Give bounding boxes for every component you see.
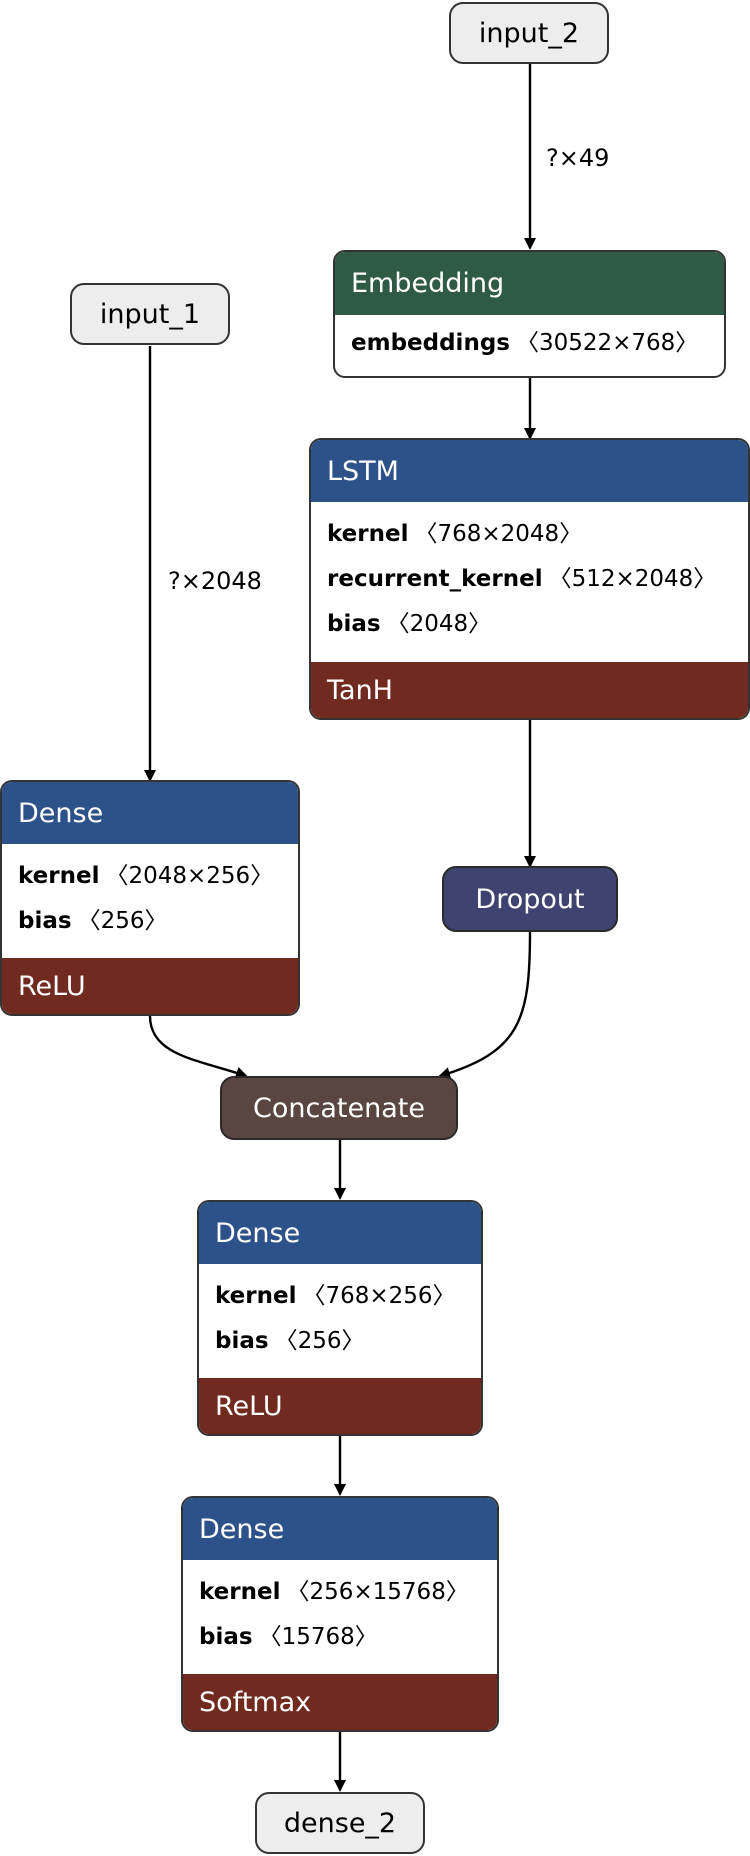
param-name: bias bbox=[199, 1624, 253, 1650]
edge-dense-concatenate bbox=[148, 1015, 248, 1079]
dense-a-params: kernel〈2048×256〉 bias〈256〉 bbox=[2, 844, 298, 958]
param-name: embeddings bbox=[351, 330, 510, 356]
param-shape: 〈2048〉 bbox=[386, 611, 492, 637]
dense-b-node[interactable]: Dense kernel〈768×256〉 bias〈256〉 ReLU bbox=[197, 1200, 483, 1436]
dense-c-header: Dense bbox=[183, 1498, 497, 1560]
param-name: recurrent_kernel bbox=[327, 566, 543, 592]
dense-a-node[interactable]: Dense kernel〈2048×256〉 bias〈256〉 ReLU bbox=[0, 780, 300, 1016]
param-shape: 〈512×2048〉 bbox=[548, 566, 717, 592]
param-name: kernel bbox=[215, 1283, 297, 1309]
dense-b-activation: ReLU bbox=[199, 1378, 481, 1434]
param-row: kernel〈256×15768〉 bbox=[199, 1570, 481, 1615]
param-name: kernel bbox=[327, 521, 409, 547]
input-1-node[interactable]: input_1 bbox=[70, 283, 230, 345]
dense-a-title: Dense bbox=[18, 797, 104, 829]
edge-label-input1: ?×2048 bbox=[168, 567, 262, 595]
lstm-params: kernel〈768×2048〉 recurrent_kernel〈512×20… bbox=[311, 502, 748, 662]
param-name: kernel bbox=[199, 1579, 281, 1605]
input-2-label: input_2 bbox=[478, 17, 580, 49]
dense-2-output-node[interactable]: dense_2 bbox=[255, 1792, 425, 1854]
lstm-node[interactable]: LSTM kernel〈768×2048〉 recurrent_kernel〈5… bbox=[309, 438, 750, 720]
lstm-header: LSTM bbox=[311, 440, 748, 502]
param-name: bias bbox=[327, 611, 381, 637]
edge-dropout-concatenate bbox=[438, 931, 532, 1079]
param-shape: 〈15768〉 bbox=[258, 1624, 378, 1650]
dense-c-params: kernel〈256×15768〉 bias〈15768〉 bbox=[183, 1560, 497, 1674]
dense-b-header: Dense bbox=[199, 1202, 481, 1264]
param-shape: 〈256×15768〉 bbox=[286, 1579, 469, 1605]
lstm-title: LSTM bbox=[327, 455, 399, 487]
dense-c-activation-label: Softmax bbox=[199, 1686, 312, 1718]
param-row: bias〈15768〉 bbox=[199, 1615, 481, 1660]
dropout-node[interactable]: Dropout bbox=[442, 866, 618, 932]
param-name: bias bbox=[215, 1328, 269, 1354]
dense-2-label: dense_2 bbox=[283, 1807, 397, 1839]
concatenate-label: Concatenate bbox=[253, 1092, 425, 1124]
param-shape: 〈30522×768〉 bbox=[515, 330, 699, 356]
input-2-node[interactable]: input_2 bbox=[449, 2, 609, 64]
dense-c-activation: Softmax bbox=[183, 1674, 497, 1730]
lstm-activation-label: TanH bbox=[327, 674, 393, 706]
param-shape: 〈768×2048〉 bbox=[414, 521, 583, 547]
param-row: kernel〈768×256〉 bbox=[215, 1274, 465, 1319]
param-row: recurrent_kernel〈512×2048〉 bbox=[327, 557, 732, 602]
dense-b-title: Dense bbox=[215, 1217, 301, 1249]
input-1-label: input_1 bbox=[99, 298, 201, 330]
param-row: bias〈256〉 bbox=[18, 899, 282, 944]
edge-label-input2: ?×49 bbox=[546, 144, 610, 172]
param-row: kernel〈768×2048〉 bbox=[327, 512, 732, 557]
dropout-label: Dropout bbox=[475, 883, 585, 915]
param-name: bias bbox=[18, 908, 72, 934]
dense-a-activation: ReLU bbox=[2, 958, 298, 1014]
param-row: bias〈256〉 bbox=[215, 1319, 465, 1364]
dense-b-activation-label: ReLU bbox=[215, 1390, 283, 1422]
param-row: kernel〈2048×256〉 bbox=[18, 854, 282, 899]
param-shape: 〈2048×256〉 bbox=[105, 863, 274, 889]
param-shape: 〈768×256〉 bbox=[302, 1283, 456, 1309]
param-name: kernel bbox=[18, 863, 100, 889]
param-shape: 〈256〉 bbox=[77, 908, 168, 934]
param-shape: 〈256〉 bbox=[274, 1328, 365, 1354]
dense-c-title: Dense bbox=[199, 1513, 285, 1545]
lstm-activation: TanH bbox=[311, 662, 748, 718]
param-row: bias〈2048〉 bbox=[327, 602, 732, 647]
embedding-params: embeddings〈30522×768〉 bbox=[335, 315, 724, 372]
dense-c-node[interactable]: Dense kernel〈256×15768〉 bias〈15768〉 Soft… bbox=[181, 1496, 499, 1732]
embedding-node[interactable]: Embedding embeddings〈30522×768〉 bbox=[333, 250, 726, 378]
dense-a-header: Dense bbox=[2, 782, 298, 844]
embedding-title: Embedding bbox=[351, 268, 505, 299]
concatenate-node[interactable]: Concatenate bbox=[220, 1076, 458, 1140]
embedding-header: Embedding bbox=[335, 252, 724, 315]
dense-b-params: kernel〈768×256〉 bias〈256〉 bbox=[199, 1264, 481, 1378]
dense-a-activation-label: ReLU bbox=[18, 970, 86, 1002]
param-row: embeddings〈30522×768〉 bbox=[351, 321, 708, 366]
